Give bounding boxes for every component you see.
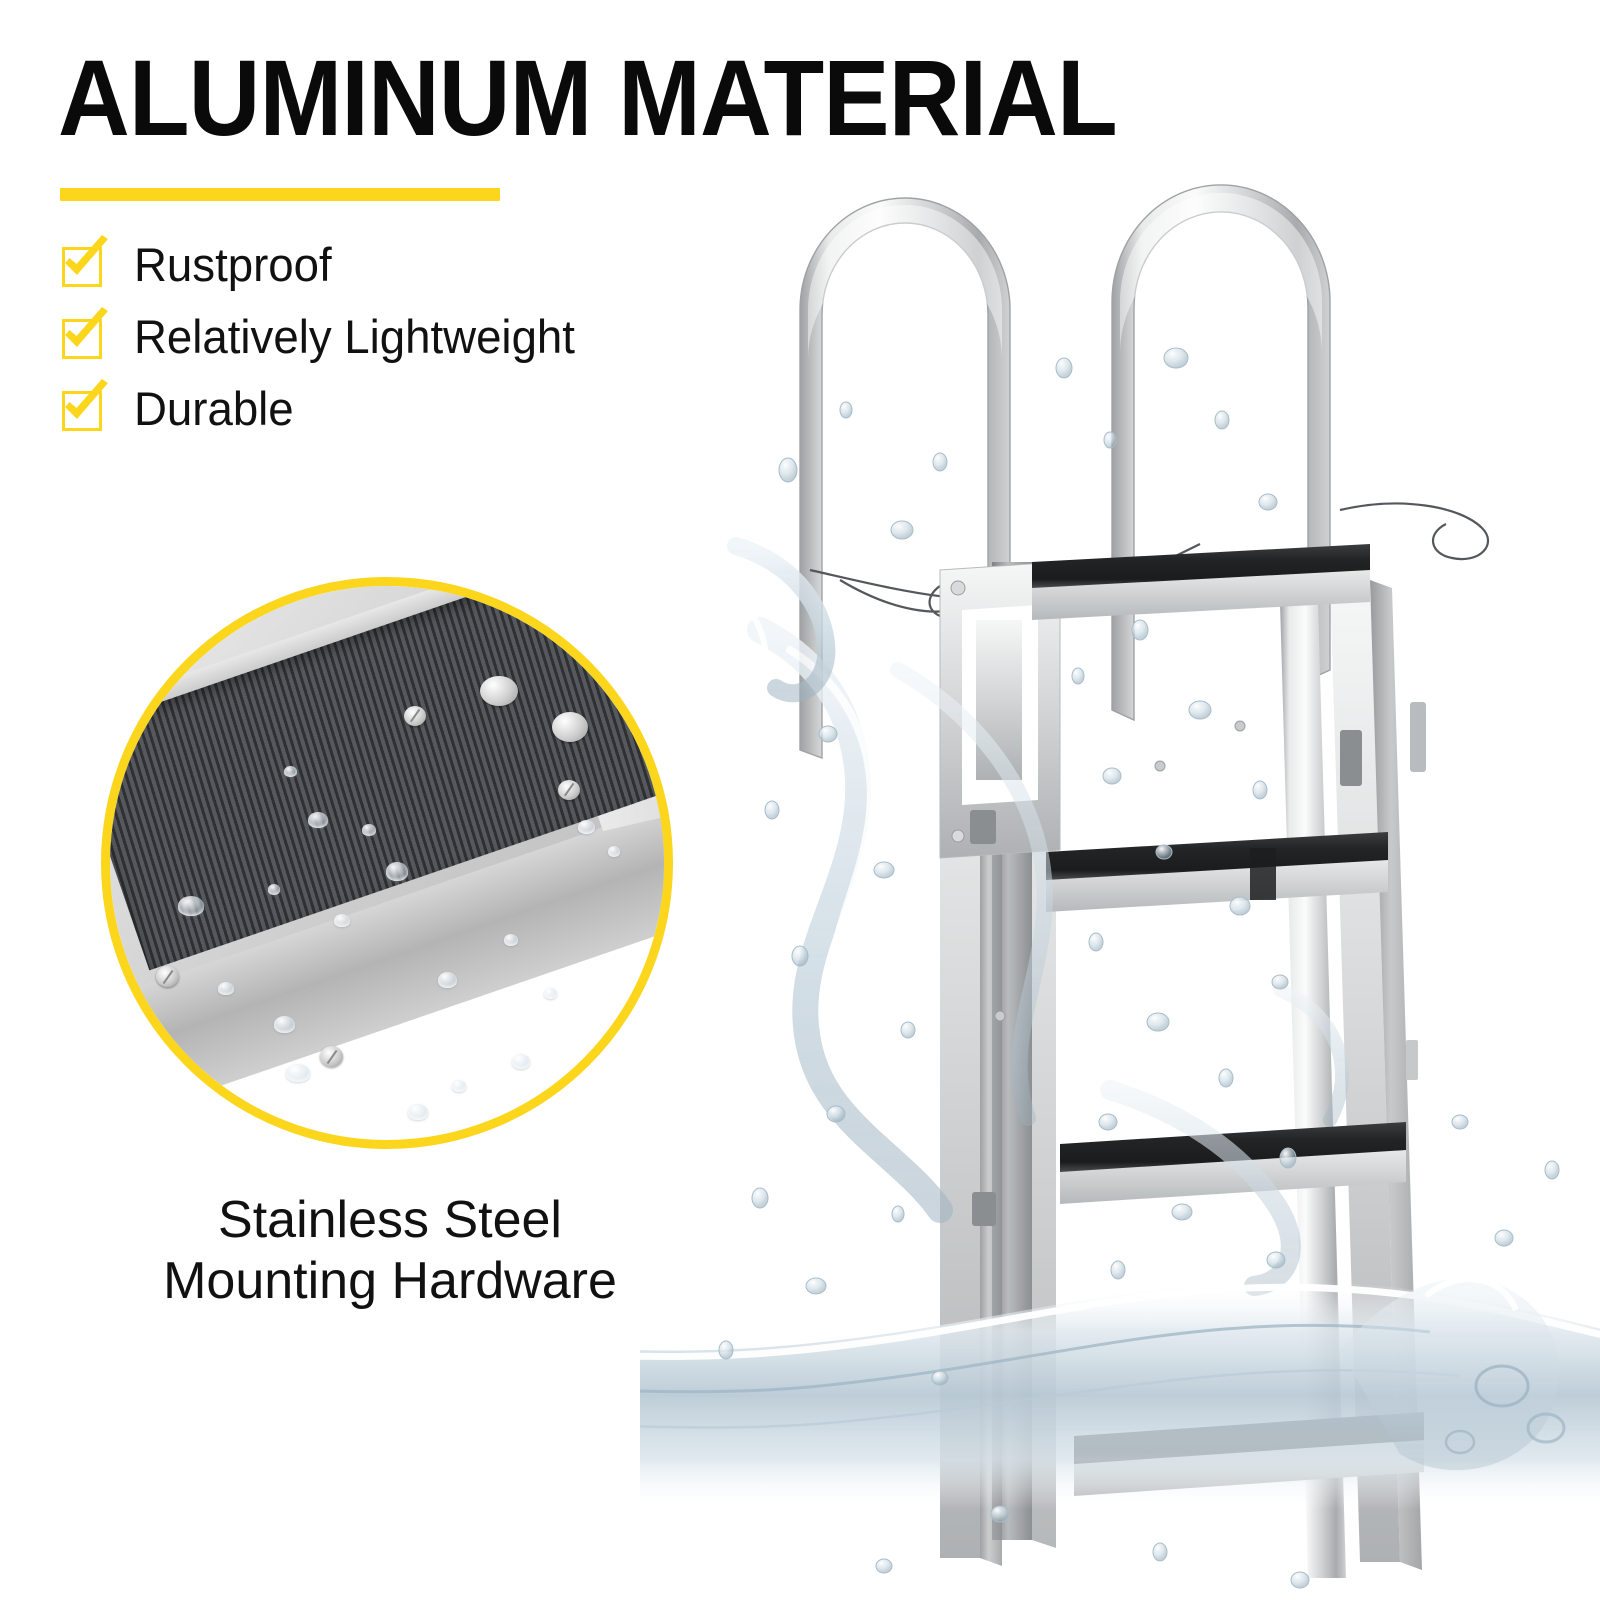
- checkbox-checked-icon: [60, 235, 108, 287]
- checkbox-checked-icon: [60, 307, 108, 359]
- water-surface: [640, 1276, 1600, 1510]
- screw-icon: [156, 966, 179, 987]
- handrail-left: [799, 197, 1011, 759]
- page-title: ALUMINUM MATERIAL: [58, 37, 1118, 158]
- step-closeup-photo: [110, 586, 664, 1140]
- caption-line-2: Mounting Hardware: [163, 1252, 617, 1311]
- product-photo-ladder: [640, 110, 1600, 1600]
- hex-bolt-icon: [480, 676, 518, 706]
- screw-icon: [558, 780, 580, 800]
- caption-line-1: Stainless Steel: [218, 1191, 562, 1249]
- checkbox-checked-icon: [60, 379, 108, 431]
- feature-label: Durable: [134, 381, 294, 435]
- inset-caption: Stainless Steel Mounting Hardware: [60, 1190, 720, 1313]
- mounting-bracket: [939, 561, 1061, 859]
- ladder-step: [1032, 544, 1370, 620]
- list-item: Relatively Lightweight: [60, 300, 820, 372]
- ladder-fittings: [970, 702, 1426, 1226]
- feature-label: Relatively Lightweight: [134, 309, 575, 363]
- screw-icon: [404, 706, 426, 726]
- list-item: Rustproof: [60, 228, 820, 300]
- hex-bolt-icon: [552, 712, 588, 742]
- list-item: Durable: [60, 372, 820, 444]
- detail-inset-circle: [101, 577, 673, 1149]
- water-droplets: [718, 347, 1560, 1589]
- water-splash: [718, 537, 1349, 1296]
- screw-icon: [320, 1046, 343, 1067]
- title-underline-divider: [60, 188, 500, 201]
- feature-label: Rustproof: [134, 237, 332, 291]
- ladder-step: [1046, 832, 1388, 912]
- feature-list: Rustproof Relatively Lightweight Durable: [60, 228, 820, 444]
